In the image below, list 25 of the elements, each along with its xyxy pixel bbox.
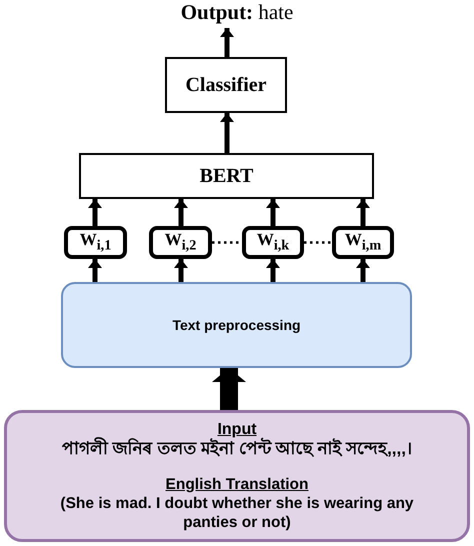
arrow	[88, 199, 102, 226]
output-label: Output: hate	[140, 0, 334, 28]
classifier-box: Classifier	[165, 57, 287, 113]
translation-heading: English Translation	[166, 476, 308, 495]
token-box: W$_{i,2}$	[149, 226, 212, 259]
arrow	[212, 368, 246, 410]
arrow	[266, 199, 280, 226]
input-box	[4, 410, 470, 542]
arrow	[220, 28, 234, 57]
dotted-line	[304, 241, 332, 244]
arrow	[174, 259, 188, 282]
arrow	[356, 259, 370, 282]
arrow	[356, 199, 370, 226]
input-heading: Input	[217, 420, 257, 438]
arrow	[220, 113, 234, 153]
arrow	[266, 259, 280, 282]
process-box: Text preprocessing	[61, 282, 412, 368]
token-box: W$_{i,k}$	[242, 226, 304, 259]
arrow	[174, 199, 188, 226]
input-sentence: পাগলী জনিৰ তলত মইনা পেন্ট আছে নাই সন্দেহ,,,,।	[62, 439, 412, 460]
token-box: W$_{i,m}$	[332, 226, 394, 259]
translation-text: (She is mad. I doubt whether she is wearing any panties or not)	[59, 494, 415, 532]
token-box: W$_{i,1}$	[64, 226, 127, 259]
encoder-box: BERT	[79, 153, 374, 199]
arrow	[88, 259, 102, 282]
